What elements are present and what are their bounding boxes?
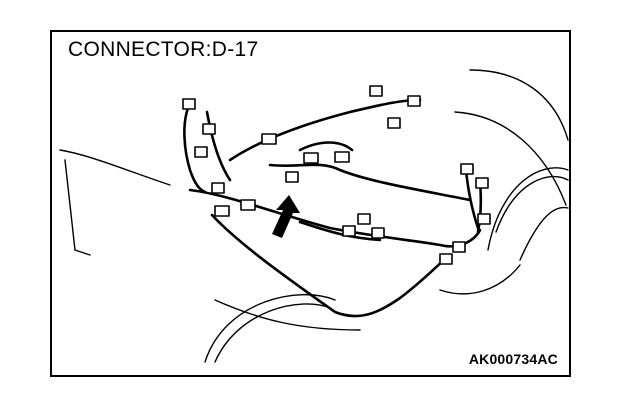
connector-icon bbox=[285, 171, 299, 183]
connector-icon bbox=[303, 152, 319, 164]
connector-icon bbox=[460, 163, 474, 175]
diagram-frame bbox=[50, 30, 571, 377]
figure-code: AK000734AC bbox=[468, 351, 558, 367]
diagram-title: CONNECTOR:D-17 bbox=[68, 38, 259, 61]
connector-icon bbox=[194, 146, 208, 158]
connector-icon bbox=[182, 98, 196, 110]
connector-icon bbox=[261, 133, 277, 145]
connector-icon bbox=[334, 151, 350, 163]
connector-icon bbox=[202, 123, 216, 135]
connector-icon bbox=[371, 227, 385, 239]
connector-icon bbox=[369, 85, 383, 97]
connector-icon bbox=[357, 213, 371, 225]
connector-icon bbox=[240, 199, 256, 211]
vehicle-body-icon bbox=[59, 69, 569, 363]
connector-icon bbox=[211, 182, 225, 194]
connector-icon bbox=[475, 177, 489, 189]
connector-group bbox=[182, 85, 491, 265]
connector-icon bbox=[342, 225, 356, 237]
connector-icon bbox=[407, 95, 421, 107]
connector-icon bbox=[387, 117, 401, 129]
connector-icon bbox=[214, 205, 230, 217]
connector-icon bbox=[452, 241, 466, 253]
connector-icon bbox=[439, 253, 453, 265]
connector-icon bbox=[477, 213, 491, 225]
arrow-up-icon bbox=[272, 195, 300, 238]
